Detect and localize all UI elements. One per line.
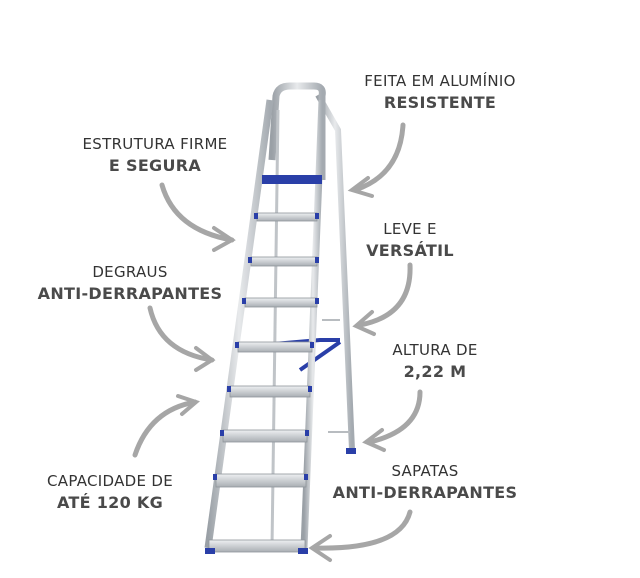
arrows bbox=[132, 122, 423, 562]
arrow-icon bbox=[347, 122, 406, 198]
arrow-icon bbox=[147, 305, 216, 372]
foot-left bbox=[205, 548, 215, 554]
foot-rear bbox=[346, 448, 356, 454]
arrow-icon bbox=[132, 394, 200, 458]
arrow-icon bbox=[352, 262, 413, 336]
ladder bbox=[204, 82, 356, 554]
arrow-icon bbox=[308, 509, 413, 562]
arrow-icon bbox=[362, 389, 423, 452]
foot-right bbox=[298, 548, 308, 554]
arrow-icon bbox=[159, 182, 236, 252]
top-platform bbox=[262, 175, 322, 184]
steps bbox=[208, 212, 318, 553]
